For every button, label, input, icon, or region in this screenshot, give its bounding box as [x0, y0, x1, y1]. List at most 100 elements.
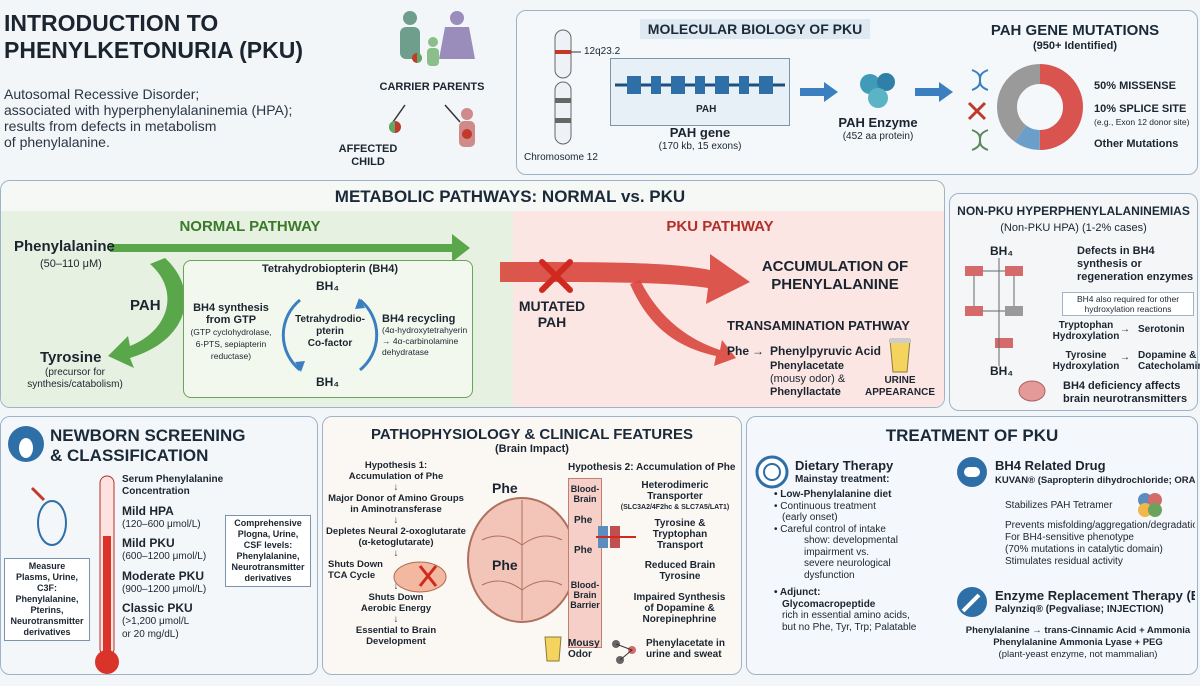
tyrh-1: Tyrosine [1065, 350, 1107, 361]
pah-enzyme-sub: (452 aa protein) [842, 131, 914, 142]
s2-2: (α-ketoglutarate) [358, 537, 434, 548]
dopa-1: Dopamine & [1138, 350, 1197, 361]
s3-1: Shuts Down [328, 559, 383, 570]
urine-cup-icon [889, 338, 911, 373]
level-moderate-pku: Moderate PKU(900–1200 μmol/L) [122, 570, 206, 596]
other-mutations-label: Other Mutations [1094, 138, 1179, 150]
meas-3: C3F: [37, 583, 57, 593]
def-2: brain neurotransmitters [1063, 393, 1188, 405]
is-3: Norepinephrine [642, 614, 717, 625]
bh4-box [183, 260, 473, 398]
bb2-1: Blood- [570, 580, 600, 590]
defects-label: Defects in BH4 synthesis or regeneration… [1077, 245, 1193, 284]
bh4-a-label: BH₄ [990, 244, 1014, 258]
affected-child-label: AFFECTED CHILD [328, 143, 408, 169]
phenyllactate-label: Phenyllactate [770, 386, 841, 398]
synth-sub-1: (GTP cyclohydrolase, [190, 327, 272, 337]
level-classic-pku: Classic PKU(>1,200 μmol/L or 20 mg/dL) [122, 602, 193, 641]
dna-icon [971, 129, 989, 151]
intro-title: INTRODUCTION TO PHENYLKETONURIA (PKU) [4, 10, 303, 64]
diet-3: • Careful control of intake [774, 523, 886, 535]
trp-2: Hydroxylation [1052, 331, 1120, 342]
transporter-icon [596, 526, 636, 548]
diet-4b: impairment vs. [804, 546, 870, 558]
s3-2: TCA Cycle [328, 570, 376, 581]
pah-gene-sub: (170 kb, 15 exons) [658, 141, 742, 152]
comp-2: Plogna, Urine, [237, 529, 299, 539]
mutation-donut-chart [997, 64, 1083, 150]
meas-6: Neurotransmitter [10, 616, 84, 626]
trans-phe: Phe [727, 344, 750, 358]
affected-line1: AFFECTED [338, 143, 398, 155]
tt-2: Tryptophan [652, 529, 708, 540]
also-1: BH4 also required for other [1076, 294, 1180, 304]
accum-2: PHENYLALANINE [771, 276, 899, 293]
is-2: of Dopamine & [644, 603, 715, 614]
defects-2: synthesis or [1077, 258, 1142, 270]
comp-4: Phenylalanine, [236, 551, 300, 561]
syringe-icon [957, 587, 987, 617]
diet-2a: • Continuous treatment [774, 500, 876, 512]
lv4-range-1: (>1,200 μmol/L [122, 616, 190, 627]
s5-1: Essential to Brain [355, 625, 437, 636]
phe-c-label: Phe [574, 515, 593, 526]
mainstay-label: Mainstay treatment: [795, 474, 890, 485]
normal-pathway-label: NORMAL PATHWAY [179, 218, 321, 235]
meas-2: Plasms, Urine, [15, 572, 79, 582]
recyc-sub-1: (4α-hydroxytetrahyerin [382, 325, 468, 335]
recyc-sub-3: dehydratase [382, 347, 429, 357]
tt-3: Transport [656, 540, 704, 551]
pa-1: Phenylacetate in [646, 638, 725, 649]
diet-2b: (early onset) [782, 512, 838, 523]
patho-title: PATHOPHYSIOLOGY & CLINICAL FEATURES [371, 426, 693, 443]
meas-7: derivatives [23, 627, 71, 637]
kuvan-effects: Stabilizes PAH Tetramer Prevents misfold… [1005, 500, 1195, 568]
concentration-label: Serum Phenylalanine Concentration [122, 474, 223, 498]
tyrosine-sub: (precursor for synthesis/catabolism) [10, 367, 140, 391]
comp-3: CSF levels: [243, 540, 293, 550]
trp-1: Tryptophan [1058, 320, 1114, 331]
urine-appearance-label: URINE APPEARANCE [862, 375, 938, 399]
brain-icon [1018, 380, 1046, 402]
tt-1: Tyrosine & [654, 518, 706, 529]
arrow-right-icon [800, 82, 838, 102]
meas-5: Pterins, [30, 605, 64, 615]
bh4-synthesis: BH4 synthesis from GTP (GTP cyclohydrola… [186, 302, 276, 362]
pku-pathway-label: PKU PATHWAY [666, 218, 774, 235]
meas-4: Phenylalanine, [15, 594, 79, 604]
kuvan-2: Prevents misfolding/aggregation/degradat… [1005, 520, 1195, 531]
molecular-title: MOLECULAR BIOLOGY OF PKU [640, 19, 870, 39]
thermometer-icon [95, 475, 119, 674]
defects-1: Defects in BH4 [1077, 245, 1155, 257]
missense-label: 50% MISSENSE [1094, 80, 1176, 92]
bb1-1: Blood- [570, 484, 600, 494]
bbb-label-top: Blood-Brain [566, 484, 604, 504]
gene-exons [615, 76, 785, 94]
kuvan-3b: (70% mutations in catalytic domain) [1005, 544, 1163, 555]
bb2-3: Barrier [570, 600, 600, 610]
diet-list: • Low-Phenylalanine diet • Continuous tr… [774, 489, 916, 633]
intro-desc-3: results from defects in metabolism [4, 118, 217, 134]
mutated-pah-label: MUTATED PAH [512, 298, 592, 330]
intro-desc-1: Autosomal Recessive Disorder; [4, 86, 200, 102]
pah-enzyme-label: PAH Enzyme [838, 115, 918, 130]
lv1: Mild HPA [122, 504, 174, 518]
intro-desc-2: associated with hyperphenylalaninemia (H… [4, 102, 293, 118]
pah-label: PAH [130, 297, 161, 314]
s2-1: Depletes Neural 2-oxoglutarate [326, 526, 466, 537]
urine-2: APPEARANCE [864, 387, 935, 398]
urine-1: URINE [884, 375, 916, 386]
lv4: Classic PKU [122, 601, 193, 615]
family-icon [389, 11, 475, 147]
lv4-range-2: or 20 mg/dL) [122, 629, 179, 640]
trans-products: Phenylacetate (mousy odor) & Phenyllacta… [770, 360, 845, 399]
phenylalanine-range: (50–110 μM) [40, 258, 102, 270]
rx-3: (plant-yeast enzyme, not mammalian) [998, 649, 1158, 660]
phe-a-label: Phe [492, 480, 518, 496]
recyc-1: BH4 recycling [382, 313, 456, 325]
